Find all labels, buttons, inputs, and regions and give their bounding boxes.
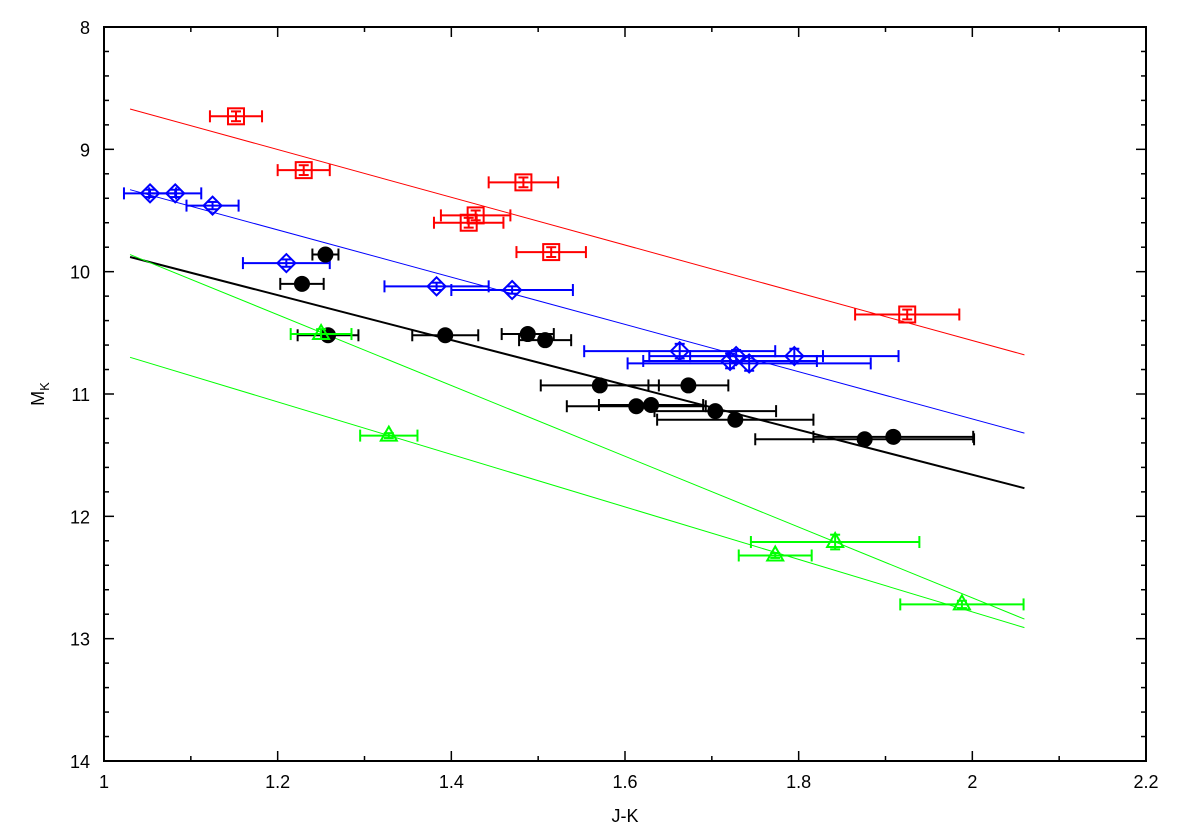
data-point bbox=[276, 161, 331, 180]
data-point bbox=[749, 531, 921, 551]
y-tick-label: 13 bbox=[70, 630, 90, 650]
data-point bbox=[653, 403, 778, 420]
fit-lines bbox=[129, 108, 1025, 629]
circle-marker-icon bbox=[885, 428, 902, 445]
blue-diamonds-fit-line bbox=[129, 189, 1025, 434]
x-axis-label: J-K bbox=[612, 806, 639, 826]
triangle-marker-icon bbox=[379, 424, 399, 442]
square-marker-icon bbox=[294, 161, 313, 180]
data-point bbox=[359, 424, 419, 442]
triangle-marker-icon bbox=[311, 323, 331, 341]
green-triangles-series bbox=[289, 323, 1025, 611]
axis-ticks bbox=[103, 26, 1147, 762]
diamond-marker-icon bbox=[164, 182, 186, 204]
circle-marker-icon bbox=[727, 411, 744, 428]
data-point bbox=[854, 305, 961, 324]
y-tick-label: 10 bbox=[70, 263, 90, 283]
circle-marker-icon bbox=[680, 377, 697, 394]
x-tick-label: 2 bbox=[967, 772, 977, 792]
data-point bbox=[626, 353, 872, 374]
circle-marker-icon bbox=[519, 326, 536, 343]
x-tick-label: 1.6 bbox=[612, 772, 637, 792]
data-point bbox=[656, 411, 815, 428]
y-tick-label: 9 bbox=[80, 140, 90, 160]
green-triangles-fit-line bbox=[129, 254, 1025, 620]
blue-diamonds-series bbox=[122, 182, 900, 374]
data-point bbox=[208, 107, 264, 126]
circle-marker-icon bbox=[856, 431, 873, 448]
circle-marker-icon bbox=[537, 332, 554, 349]
red-squares-series bbox=[208, 107, 961, 324]
y-axis-label: MK bbox=[28, 382, 52, 406]
x-tick-labels: 1 1.2 1.4 1.6 1.8 2 2.2 bbox=[99, 772, 1159, 792]
data-point bbox=[539, 377, 660, 394]
diamond-marker-icon bbox=[783, 345, 805, 367]
y-tick-labels: 8 9 10 11 12 13 14 bbox=[70, 18, 90, 772]
data-point bbox=[311, 246, 340, 263]
diamond-marker-icon bbox=[719, 350, 741, 372]
circle-marker-icon bbox=[628, 398, 645, 415]
circle-marker-icon bbox=[591, 377, 608, 394]
circle-marker-icon bbox=[317, 246, 334, 263]
x-tick-label: 1.8 bbox=[786, 772, 811, 792]
data-point bbox=[411, 327, 480, 344]
x-tick-label: 2.2 bbox=[1133, 772, 1158, 792]
y-tick-label: 12 bbox=[70, 507, 90, 527]
data-point bbox=[754, 431, 976, 448]
data-point bbox=[647, 377, 730, 394]
data-point bbox=[185, 195, 240, 217]
circle-marker-icon bbox=[707, 403, 724, 420]
data-point bbox=[518, 332, 573, 349]
square-marker-icon bbox=[898, 305, 917, 324]
data-point bbox=[450, 279, 574, 301]
y-tick-label: 11 bbox=[71, 385, 90, 405]
red-squares-fit-line bbox=[129, 108, 1025, 356]
triangle-marker-icon bbox=[952, 593, 972, 611]
data-point bbox=[812, 428, 975, 445]
square-marker-icon bbox=[542, 243, 561, 262]
diamond-marker-icon bbox=[139, 182, 161, 204]
data-points bbox=[122, 107, 1025, 611]
black-circles-series bbox=[279, 246, 976, 448]
diamond-marker-icon bbox=[738, 353, 760, 374]
data-point bbox=[383, 275, 490, 297]
data-point bbox=[487, 173, 560, 192]
data-point bbox=[899, 593, 1025, 611]
diamond-marker-icon bbox=[426, 275, 447, 297]
square-marker-icon bbox=[514, 173, 533, 192]
diamond-marker-icon bbox=[275, 252, 297, 274]
data-point bbox=[148, 182, 203, 204]
data-point bbox=[737, 544, 813, 562]
x-tick-label: 1.4 bbox=[439, 772, 464, 792]
square-marker-icon bbox=[459, 213, 478, 232]
diamond-marker-icon bbox=[501, 279, 523, 301]
data-point bbox=[565, 398, 707, 415]
y-axis-label-main: M bbox=[28, 391, 48, 406]
square-marker-icon bbox=[226, 107, 245, 126]
data-point bbox=[642, 350, 818, 372]
triangle-marker-icon bbox=[825, 531, 845, 549]
y-tick-label: 14 bbox=[70, 752, 90, 772]
black-circles-fit-line bbox=[129, 256, 1025, 490]
diamond-marker-icon bbox=[202, 195, 223, 217]
plot-frame bbox=[103, 26, 1147, 762]
x-tick-label: 1.2 bbox=[265, 772, 290, 792]
data-point bbox=[241, 252, 331, 274]
data-point bbox=[689, 345, 900, 367]
data-point bbox=[289, 323, 353, 341]
y-tick-label: 8 bbox=[80, 18, 90, 38]
y-axis-label-sub: K bbox=[37, 382, 52, 391]
data-point bbox=[515, 243, 587, 262]
circle-marker-icon bbox=[293, 275, 310, 292]
triangle-marker-icon bbox=[765, 544, 785, 562]
green-triangles-fit-line bbox=[129, 356, 1025, 629]
data-point bbox=[432, 213, 505, 232]
data-point bbox=[279, 275, 325, 292]
x-tick-label: 1 bbox=[99, 772, 109, 792]
circle-marker-icon bbox=[437, 327, 454, 344]
